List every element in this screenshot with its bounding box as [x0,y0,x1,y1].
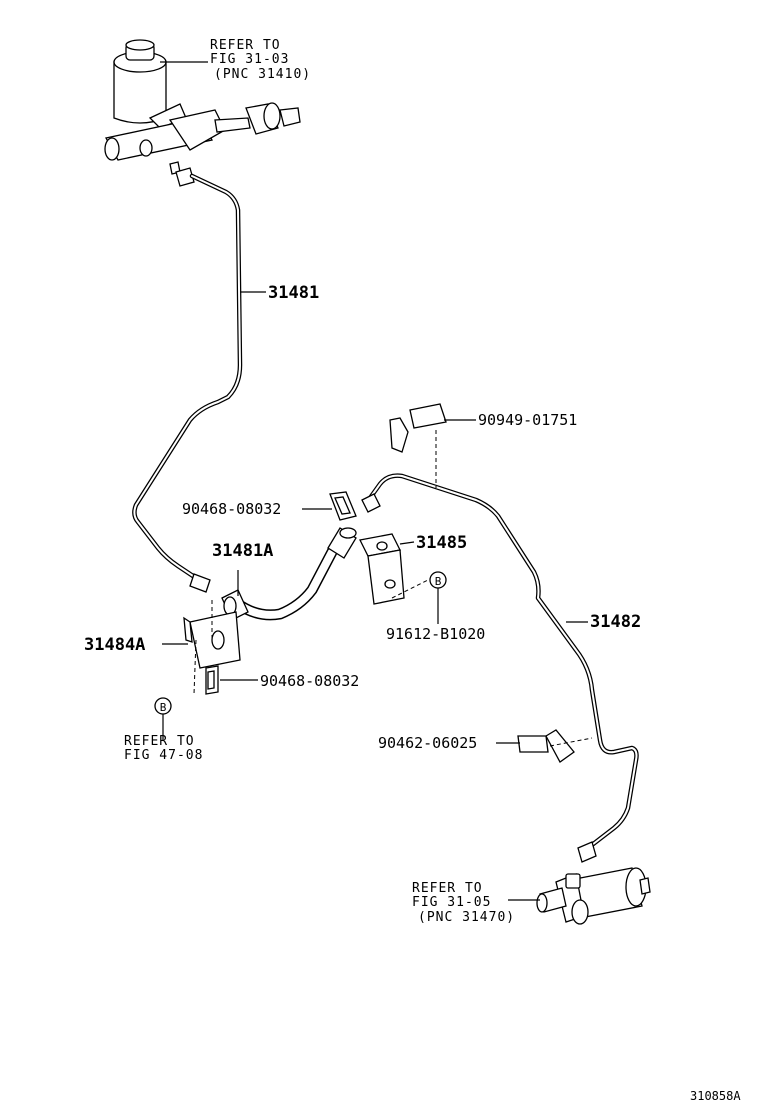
label-31481: 31481 [268,283,319,303]
dashed-assembly-lines [193,430,593,747]
figure-code: 310858A [690,1089,741,1103]
tube-31482-upper-fitting [361,493,381,513]
bracket-31484A [183,611,241,669]
svg-text:REFER TO: REFER TO [412,881,483,896]
tube-31481-fitting [189,573,211,593]
label-90949-01751: 90949-01751 [478,411,577,429]
label-90462-06025: 90462-06025 [378,734,477,752]
clip-middle [329,491,357,521]
marker-b-upper: B [429,571,447,589]
tube-31482-lower-fitting [577,841,597,863]
label-31485: 31485 [416,533,467,553]
clutch-master-cylinder [104,39,301,187]
label-90468-08032-lower: 90468-08032 [260,672,359,690]
svg-text:FIG 31-05: FIG 31-05 [412,895,491,910]
label-91612-B1020: 91612-B1020 [386,625,485,643]
label-31481A: 31481A [212,541,273,561]
svg-text:REFER TO: REFER TO [124,734,195,749]
label-31484A: 31484A [84,635,145,655]
clip-lower [205,665,219,695]
leader-lines [160,61,588,901]
svg-text:FIG 31-03: FIG 31-03 [210,52,289,67]
label-90468-08032-middle: 90468-08032 [182,500,281,518]
clamp-90462-06025 [517,729,575,763]
reference-floor-fig: REFER TO FIG 47-08 [124,734,203,763]
label-31482: 31482 [590,612,641,632]
reference-master-cylinder: REFER TO FIG 31-03 (PNC 31410) [210,38,311,82]
svg-text:B: B [160,701,167,714]
svg-text:FIG 47-08: FIG 47-08 [124,748,203,763]
tube-31481 [132,173,243,581]
svg-text:(PNC 31470): (PNC 31470) [418,910,515,925]
clip-upper [389,403,447,453]
tube-31482 [367,473,639,851]
svg-text:(PNC 31410): (PNC 31410) [214,67,311,82]
marker-b-lower: B [154,697,172,715]
flexible-hose-31481A [221,527,357,621]
reference-release-cylinder: REFER TO FIG 31-05 (PNC 31470) [412,881,515,925]
clutch-release-cylinder [536,867,651,925]
svg-text:B: B [435,575,442,588]
bracket-31485 [359,533,405,605]
svg-text:REFER TO: REFER TO [210,38,281,53]
